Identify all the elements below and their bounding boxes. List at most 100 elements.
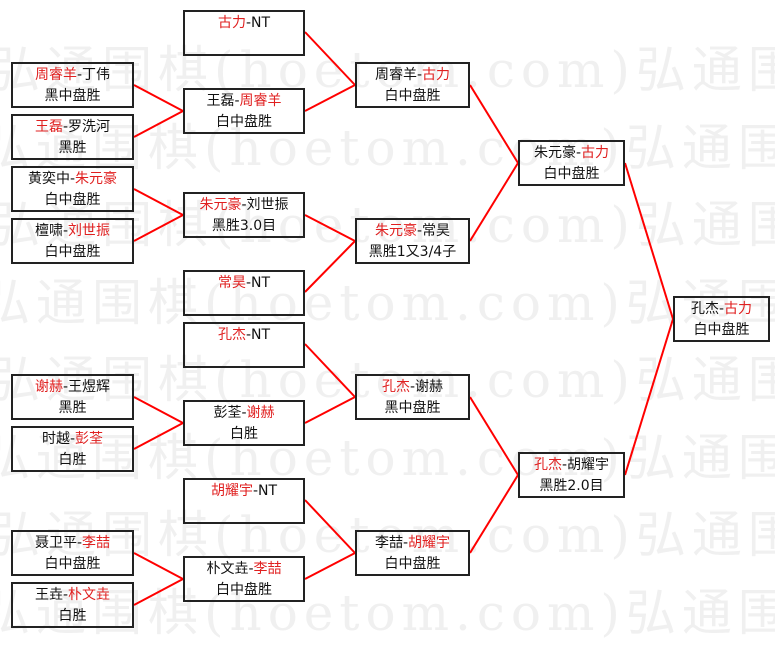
- match-players: 时越-彭荃: [13, 429, 132, 450]
- player-name: -NT: [245, 327, 271, 343]
- connector-line: [469, 396, 519, 476]
- connector-line: [624, 162, 674, 320]
- match-result: 黑中盘胜: [44, 88, 101, 104]
- match-players: 黄奕中-朱元豪: [13, 169, 132, 190]
- connector-line: [133, 214, 184, 242]
- round-2-match-box: 王磊-周睿羊白中盘胜: [183, 88, 305, 134]
- connector-line: [304, 499, 356, 554]
- match-result: 白中盘胜: [543, 166, 600, 182]
- player-name: 李喆-: [374, 535, 409, 551]
- connector-line: [469, 474, 519, 554]
- connector-line: [624, 318, 674, 476]
- match-players: 朱元豪-常昊: [357, 221, 468, 242]
- match-players: 聂卫平-李喆: [13, 533, 132, 554]
- winner-name: 朱元豪: [374, 223, 417, 239]
- match-players: 常昊-NT: [185, 273, 303, 294]
- connector-line: [469, 84, 519, 164]
- round-2-match-box: 胡耀宇-NT: [183, 478, 305, 524]
- match-players: 王磊-周睿羊: [185, 91, 303, 112]
- round-2-match-box: 常昊-NT: [183, 270, 305, 316]
- player-name: 时越-: [41, 431, 76, 447]
- match-result: 黑胜3.0目: [211, 218, 277, 234]
- match-result: 黑胜: [58, 140, 87, 156]
- connector-line: [304, 214, 356, 242]
- winner-name: 朱元豪: [75, 171, 118, 187]
- winner-name: 胡耀宇: [210, 483, 253, 499]
- match-players: 檀啸-刘世振: [13, 221, 132, 242]
- round-1-match-box: 黄奕中-朱元豪白中盘胜: [11, 166, 134, 212]
- round-1-match-box: 时越-彭荃白胜: [11, 426, 134, 472]
- round-3-match-box: 周睿羊-古力白中盘胜: [355, 62, 470, 108]
- match-result: 白胜: [230, 426, 258, 442]
- round-1-match-box: 王垚-朴文垚白胜: [11, 582, 134, 628]
- match-result: 白中盘胜: [216, 114, 272, 130]
- winner-name: 古力: [217, 15, 246, 31]
- winner-name: 孔杰: [533, 457, 562, 473]
- winner-name: 彭荃: [75, 431, 104, 447]
- match-result: 黑胜: [58, 400, 87, 416]
- player-name: -丁伟: [76, 67, 111, 83]
- round-3-match-box: 李喆-胡耀宇白中盘胜: [355, 530, 470, 576]
- winner-name: 李喆: [82, 535, 111, 551]
- round-1-match-box: 王磊-罗洗河黑胜: [11, 114, 134, 160]
- round-1-match-box: 谢赫-王煜辉黑胜: [11, 374, 134, 420]
- match-result: 黑中盘胜: [384, 400, 441, 416]
- round-3-match-box: 朱元豪-常昊黑胜1又3/4子: [355, 218, 470, 264]
- winner-name: 谢赫: [246, 405, 275, 421]
- match-players: 古力-NT: [185, 13, 303, 34]
- match-players: 朱元豪-古力: [520, 143, 623, 164]
- connector-line: [304, 240, 356, 293]
- match-result: 白中盘胜: [384, 88, 441, 104]
- final-match-box: 孔杰-古力白中盘胜: [673, 296, 770, 342]
- match-players: 王磊-罗洗河: [13, 117, 132, 138]
- connector-line: [133, 578, 184, 606]
- winner-name: 朴文垚: [68, 587, 111, 603]
- connector-line: [133, 552, 184, 580]
- player-name: -NT: [245, 275, 271, 291]
- connector-line: [133, 84, 184, 112]
- player-name: -罗洗河: [62, 119, 111, 135]
- connector-line: [304, 343, 356, 398]
- match-result: 白中盘胜: [44, 556, 101, 572]
- player-name: -谢赫: [409, 379, 444, 395]
- player-name: -王煜辉: [62, 379, 111, 395]
- player-name: 聂卫平-: [34, 535, 83, 551]
- player-name: -常昊: [416, 223, 451, 239]
- winner-name: 胡耀宇: [408, 535, 451, 551]
- match-players: 彭荃-谢赫: [185, 403, 303, 424]
- winner-name: 朱元豪: [199, 197, 242, 213]
- match-players: 朱元豪-刘世振: [185, 195, 303, 216]
- player-name: -刘世振: [241, 197, 289, 213]
- round-1-match-box: 周睿羊-丁伟黑中盘胜: [11, 62, 134, 108]
- connector-line: [133, 422, 184, 450]
- match-players: 李喆-胡耀宇: [357, 533, 468, 554]
- round-3-match-box: 孔杰-谢赫黑中盘胜: [355, 374, 470, 420]
- round-2-match-box: 朱元豪-刘世振黑胜3.0目: [183, 192, 305, 238]
- match-result: 白中盘胜: [216, 582, 272, 598]
- match-players: 周睿羊-古力: [357, 65, 468, 86]
- winner-name: 周睿羊: [34, 67, 77, 83]
- winner-name: 刘世振: [68, 223, 111, 239]
- match-players: 朴文垚-李喆: [185, 559, 303, 580]
- match-result: 白胜: [58, 452, 87, 468]
- winner-name: 古力: [581, 145, 610, 161]
- connector-line: [304, 84, 356, 112]
- semifinal-match-box: 孔杰-胡耀宇黑胜2.0目: [518, 452, 625, 498]
- player-name: -胡耀宇: [561, 457, 610, 473]
- semifinal-match-box: 朱元豪-古力白中盘胜: [518, 140, 625, 186]
- player-name: 周睿羊-: [374, 67, 423, 83]
- winner-name: 谢赫: [34, 379, 63, 395]
- connector-line: [304, 552, 356, 580]
- connector-line: [133, 188, 184, 216]
- winner-name: 李喆: [253, 561, 282, 577]
- player-name: -NT: [252, 483, 278, 499]
- connector-line: [133, 110, 184, 138]
- player-name: 朱元豪-: [533, 145, 582, 161]
- match-players: 周睿羊-丁伟: [13, 65, 132, 86]
- match-result: 白中盘胜: [384, 556, 441, 572]
- player-name: 彭荃-: [213, 405, 247, 421]
- match-result: 白中盘胜: [693, 322, 750, 338]
- winner-name: 王磊: [34, 119, 63, 135]
- match-players: 孔杰-古力: [675, 299, 768, 320]
